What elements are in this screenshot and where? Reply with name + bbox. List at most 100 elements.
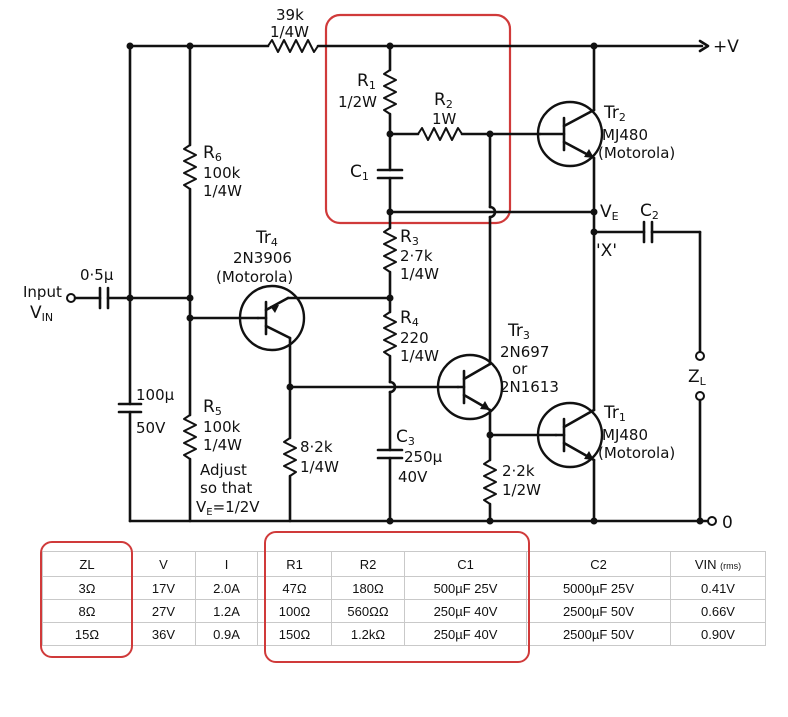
tr1-transistor — [536, 401, 604, 525]
cell-c2: 2500µF 50V — [526, 599, 671, 623]
header-i: I — [195, 551, 258, 577]
tr2-transistor — [536, 42, 604, 412]
cell-v: 17V — [131, 576, 196, 600]
header-r2: R2 — [331, 551, 405, 577]
tr1-part: MJ480 — [602, 426, 648, 444]
r2-power: 1W — [432, 110, 457, 128]
c3-voltage: 40V — [398, 468, 428, 486]
cell-zl: 3Ω — [42, 576, 132, 600]
highlight-zl-column — [40, 541, 133, 658]
cbyp-voltage: 50V — [136, 419, 166, 437]
r3-power: 1/4W — [400, 265, 439, 283]
cell-r1: 100Ω — [257, 599, 332, 623]
cell-c2: 2500µF 50V — [526, 622, 671, 646]
cell-vin: 0.41V — [670, 576, 766, 600]
r5-power: 1/4W — [203, 436, 242, 454]
tr2-maker: (Motorola) — [598, 144, 675, 162]
cell-vin: 0.90V — [670, 622, 766, 646]
r4-power: 1/4W — [400, 347, 439, 365]
cell-r1: 150Ω — [257, 622, 332, 646]
header-c2: C2 — [526, 551, 671, 577]
c3-name: C3 — [396, 427, 415, 448]
cell-v: 27V — [131, 599, 196, 623]
cell-i: 2.0A — [195, 576, 258, 600]
cell-c1: 250µF 40V — [404, 622, 527, 646]
rtop-value: 39k — [276, 6, 304, 24]
input-v-label: VIN — [30, 303, 53, 324]
tr2-part: MJ480 — [602, 126, 648, 144]
tr3-part-b: 2N1613 — [500, 378, 559, 396]
ground-rail — [128, 516, 717, 526]
r3-value: 2·7k — [400, 247, 433, 265]
r6-value: 100k — [203, 164, 241, 182]
cell-vin: 0.66V — [670, 599, 766, 623]
input-network — [66, 286, 194, 310]
header-v: V — [131, 551, 196, 577]
cbyp-value: 100µ — [136, 386, 175, 404]
r22-value: 2·2k — [502, 462, 535, 480]
node-x-label: 'X' — [596, 241, 617, 261]
highlight-r1-r2-c1 — [324, 13, 512, 225]
tr3-name: Tr3 — [507, 321, 530, 342]
header-vin: VIN (rms) — [670, 551, 766, 577]
bias-divider — [183, 42, 260, 523]
r82-value: 8·2k — [300, 438, 333, 456]
r22-resistor — [483, 459, 497, 525]
header-c1: C1 — [404, 551, 527, 577]
output-network — [592, 220, 705, 525]
r2-resistor — [388, 127, 542, 141]
cell-i: 1.2A — [195, 599, 258, 623]
tr1-maker: (Motorola) — [598, 444, 675, 462]
header-r1: R1 — [257, 551, 332, 577]
tr4-name: Tr4 — [255, 228, 278, 249]
r82-power: 1/4W — [300, 458, 339, 476]
highlight-r1-r2-c1-columns — [264, 531, 530, 663]
amplifier-schematic: +V 39k 1/4W 0 100µ 50V Input VIN 0·5µ — [23, 6, 739, 533]
r82-resistor — [283, 437, 297, 523]
cell-c2: 5000µF 25V — [526, 576, 671, 600]
tr3-or: or — [512, 360, 528, 378]
r4-value: 220 — [400, 329, 429, 347]
cell-i: 0.9A — [195, 622, 258, 646]
supply-label: +V — [713, 37, 739, 57]
tr3-part-a: 2N697 — [500, 343, 549, 361]
tr2-name: Tr2 — [603, 103, 626, 124]
table-row: 3Ω 17V 2.0A 47Ω 180Ω 500µF 25V 5000µF 25… — [42, 576, 766, 600]
ve-label: VE — [600, 202, 619, 223]
tr3-transistor — [436, 353, 558, 462]
adjust-note-2: so that — [200, 479, 252, 497]
cell-zl: 15Ω — [42, 622, 132, 646]
ground-label: 0 — [722, 513, 733, 533]
c2-name: C2 — [640, 201, 659, 222]
r6-power: 1/4W — [203, 182, 242, 200]
left-bus — [117, 42, 143, 523]
cell-r2: 560ΩΩ — [331, 599, 405, 623]
r3-name: R3 — [400, 227, 419, 248]
r4-name: R4 — [400, 308, 419, 329]
table-header-row: ZL V I R1 R2 C1 C2 VIN (rms) — [42, 551, 766, 577]
rtop-power: 1/4W — [270, 23, 309, 41]
tr4-part: 2N3906 — [233, 249, 292, 267]
cin-value: 0·5µ — [80, 266, 114, 284]
r5-name: R5 — [203, 397, 222, 418]
supply-rail — [128, 39, 710, 53]
adjust-note-3: VE=1/2V — [196, 498, 260, 518]
r1-power: 1/2W — [338, 93, 377, 111]
adjust-note-1: Adjust — [200, 461, 247, 479]
tr3-collector-line — [488, 132, 497, 366]
tr4-transistor — [238, 284, 392, 440]
r5-value: 100k — [203, 418, 241, 436]
center-column — [288, 42, 596, 525]
cell-r2: 180Ω — [331, 576, 405, 600]
tr1-name: Tr1 — [603, 403, 626, 424]
r22-power: 1/2W — [502, 481, 541, 499]
cell-v: 36V — [131, 622, 196, 646]
r6-name: R6 — [203, 143, 222, 164]
table-row: 15Ω 36V 0.9A 150Ω 1.2kΩ 250µF 40V 2500µF… — [42, 622, 766, 646]
component-table: ZL V I R1 R2 C1 C2 VIN (rms) 3Ω 17V 2.0A… — [42, 551, 766, 646]
c3-value: 250µ — [404, 448, 443, 466]
c1-name: C1 — [350, 162, 369, 183]
r1-name: R1 — [357, 71, 376, 92]
tr4-maker: (Motorola) — [216, 268, 293, 286]
zl-label: ZL — [688, 367, 707, 388]
